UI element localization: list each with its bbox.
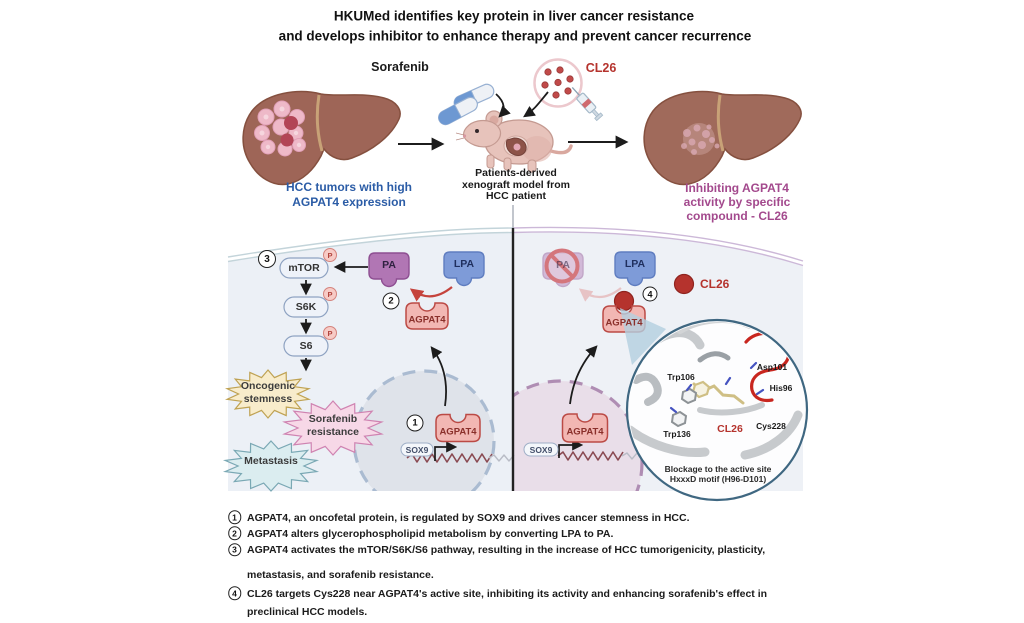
agpat4-label-nucleus-right: AGPAT4 xyxy=(566,426,604,438)
residue-trp106: Trp106 xyxy=(667,372,695,382)
sorafenib-resistance-label2: resistance xyxy=(307,426,359,438)
oncogenic-stemness-burst xyxy=(224,369,312,419)
s6k-label: S6K xyxy=(295,301,317,313)
figure-title-line2: and develops inhibitor to enhance therap… xyxy=(278,28,752,44)
note-2-text: AGPAT4 alters glycerophospholipid metabo… xyxy=(247,527,614,540)
pathway-arrows xyxy=(300,261,598,407)
mouse-icon xyxy=(455,110,573,173)
agpat4-label-cytoplasm-right: AGPAT4 xyxy=(605,317,643,329)
lpa-shape-left xyxy=(443,251,485,287)
arrow-cl26-to-mouse xyxy=(523,91,549,118)
note-3-badge: 3 xyxy=(227,542,242,557)
pa-shape-left xyxy=(368,252,410,288)
note-4-text-wrap: preclinical HCC models. xyxy=(247,605,368,618)
arrow-nucleus-to-agpat4-left xyxy=(430,346,447,407)
mtor-label: mTOR xyxy=(288,262,320,274)
residue-his96: His96 xyxy=(769,383,793,393)
agpat4-label-cytoplasm-left: AGPAT4 xyxy=(408,314,446,326)
mouse-caption-line2: xenograft model from xyxy=(462,178,570,191)
cl26-right-label: CL26 xyxy=(700,277,730,291)
note-1-badge: 1 xyxy=(227,510,242,524)
residue-cys228: Cys228 xyxy=(756,421,786,431)
inset-caption-line2: HxxxD motif (H96-D101) xyxy=(669,473,767,484)
note-1-text: AGPAT4, an oncofetal protein, is regulat… xyxy=(247,511,690,524)
step-1-badge: 1 xyxy=(406,414,424,432)
tumor-cluster xyxy=(254,100,306,157)
transcription-arrow-left xyxy=(434,441,458,461)
transcription-arrow-right xyxy=(558,439,584,458)
lpa-label-right: LPA xyxy=(624,258,646,270)
step-2-badge: 2 xyxy=(382,292,400,310)
sox9-label-left: SOX9 xyxy=(405,444,429,455)
top-flow-arrows xyxy=(398,91,629,151)
faded-tumor-dots xyxy=(681,124,720,155)
cl26-molecule-free xyxy=(673,273,695,295)
sox9-pill-right xyxy=(523,442,559,457)
note-4-text: CL26 targets Cys228 near AGPAT4's active… xyxy=(247,587,768,600)
left-liver-caption-line1: HCC tumors with high xyxy=(286,180,412,194)
sorafenib-resistance-label1: Sorafenib xyxy=(308,413,358,425)
mouse-caption-line3: HCC patient xyxy=(485,190,547,202)
agpat4-label-nucleus-left: AGPAT4 xyxy=(439,426,477,438)
mouse-caption-line1: Patients-derived xyxy=(475,167,557,179)
agpat4-shape-cytoplasm-left xyxy=(405,302,449,330)
s6-pill xyxy=(283,335,329,357)
sox9-pill-left xyxy=(400,442,434,457)
oncogenic-stemness-label2: stemness xyxy=(243,392,293,405)
right-liver-caption-line3: compound - CL26 xyxy=(686,209,788,223)
left-liver-caption-line2: AGPAT4 expression xyxy=(292,195,406,209)
liver-reduced-tumor-icon xyxy=(643,90,802,186)
sorafenib-label: Sorafenib xyxy=(371,60,429,74)
magnifier-wedge xyxy=(620,308,666,365)
no-sign-icon xyxy=(544,248,580,284)
capsule-pills-icon xyxy=(438,83,495,126)
phospho-icon-s6k: P xyxy=(323,287,337,301)
cl26-inset-label: CL26 xyxy=(717,423,743,435)
sox9-label-right: SOX9 xyxy=(529,444,553,455)
right-liver-caption-line1: Inhibiting AGPAT4 xyxy=(685,181,789,195)
phospho-icon-s6: P xyxy=(323,326,337,340)
step-4-badge: 4 xyxy=(642,286,658,302)
arrow-nucleus-to-agpat4-right xyxy=(569,345,598,405)
note-3-text: AGPAT4 activates the mTOR/S6K/S6 pathway… xyxy=(247,544,766,556)
metastasis-label: Metastasis xyxy=(244,455,298,467)
syringe-icon xyxy=(571,86,604,122)
lpa-label-left: LPA xyxy=(453,258,475,270)
note-4-badge: 4 xyxy=(227,586,242,600)
s6k-pill xyxy=(283,296,329,318)
inset-caption-line1: Blockage to the active site xyxy=(664,464,772,474)
cl26-molecule-bound xyxy=(613,290,635,312)
pa-label-right: PA xyxy=(556,259,570,271)
right-liver-caption-line2: activity by specific xyxy=(683,195,791,209)
mtor-pill xyxy=(279,257,329,279)
agpat4-shape-nucleus-right xyxy=(561,413,609,443)
figure-title-line1: HKUMed identifies key protein in liver c… xyxy=(333,8,695,24)
note-3-text-wrap: metastasis, and sorafenib resistance. xyxy=(247,568,434,581)
s6-label: S6 xyxy=(299,340,313,352)
liver-with-tumor-icon xyxy=(242,90,401,186)
agpat4-shape-nucleus-left xyxy=(435,413,481,443)
step-3-badge: 3 xyxy=(258,250,276,268)
panel-divider xyxy=(511,228,515,491)
left-nucleus xyxy=(352,369,496,491)
lpa-shape-right xyxy=(614,251,656,287)
residue-asp101: Asp101 xyxy=(756,362,788,372)
note-2-badge: 2 xyxy=(227,526,242,540)
arrow-pills-to-mouse xyxy=(495,93,511,118)
phospho-icon-mtor: P xyxy=(323,248,337,262)
sorafenib-resistance-burst xyxy=(282,400,384,456)
nitrogen-sticks xyxy=(669,361,765,414)
pa-label-left: PA xyxy=(382,259,396,271)
arrow-lpa-to-pa-blocked xyxy=(578,287,622,302)
arrow-lpa-to-pa xyxy=(409,286,453,302)
metastasis-burst xyxy=(222,440,320,492)
oncogenic-stemness-label1: Oncogenic xyxy=(240,380,296,392)
cl26-top-label: CL26 xyxy=(585,61,617,75)
residue-trp136: Trp136 xyxy=(663,429,691,439)
